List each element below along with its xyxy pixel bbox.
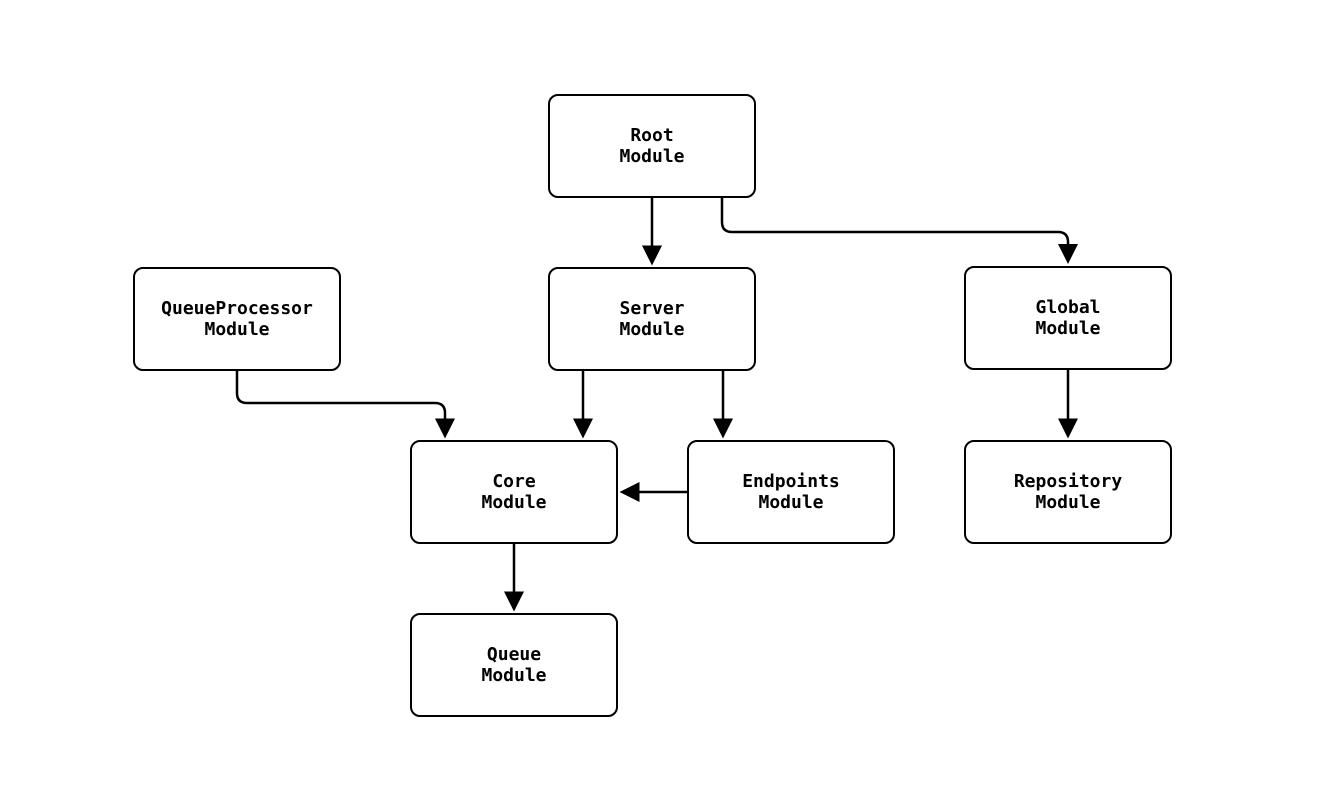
node-queue-module-name: Queue xyxy=(486,644,542,665)
edge-root-to-global xyxy=(720,198,1078,264)
node-root-module-suffix: Module xyxy=(619,146,685,167)
node-endpoints-module: Endpoints Module xyxy=(687,440,895,544)
node-endpoints-module-suffix: Module xyxy=(758,492,824,513)
node-core-module-name: Core xyxy=(492,471,536,492)
node-server-module: Server Module xyxy=(548,267,756,371)
edge-queueprocessor-to-core xyxy=(235,371,455,439)
node-global-module-name: Global xyxy=(1035,297,1101,318)
node-queue-module-suffix: Module xyxy=(481,665,547,686)
node-server-module-name: Server xyxy=(619,298,685,319)
node-queueprocessor-module-name: QueueProcessor xyxy=(161,298,313,319)
node-global-module: Global Module xyxy=(964,266,1172,370)
node-root-module-name: Root xyxy=(630,125,674,146)
node-queueprocessor-module: QueueProcessor Module xyxy=(133,267,341,371)
node-core-module-suffix: Module xyxy=(481,492,547,513)
node-core-module: Core Module xyxy=(410,440,618,544)
node-queueprocessor-module-suffix: Module xyxy=(204,319,270,340)
node-repository-module-name: Repository xyxy=(1013,471,1123,492)
node-root-module: Root Module xyxy=(548,94,756,198)
node-server-module-suffix: Module xyxy=(619,319,685,340)
node-repository-module-suffix: Module xyxy=(1035,492,1101,513)
node-repository-module: Repository Module xyxy=(964,440,1172,544)
node-endpoints-module-name: Endpoints xyxy=(742,471,840,492)
node-global-module-suffix: Module xyxy=(1035,318,1101,339)
node-queue-module: Queue Module xyxy=(410,613,618,717)
